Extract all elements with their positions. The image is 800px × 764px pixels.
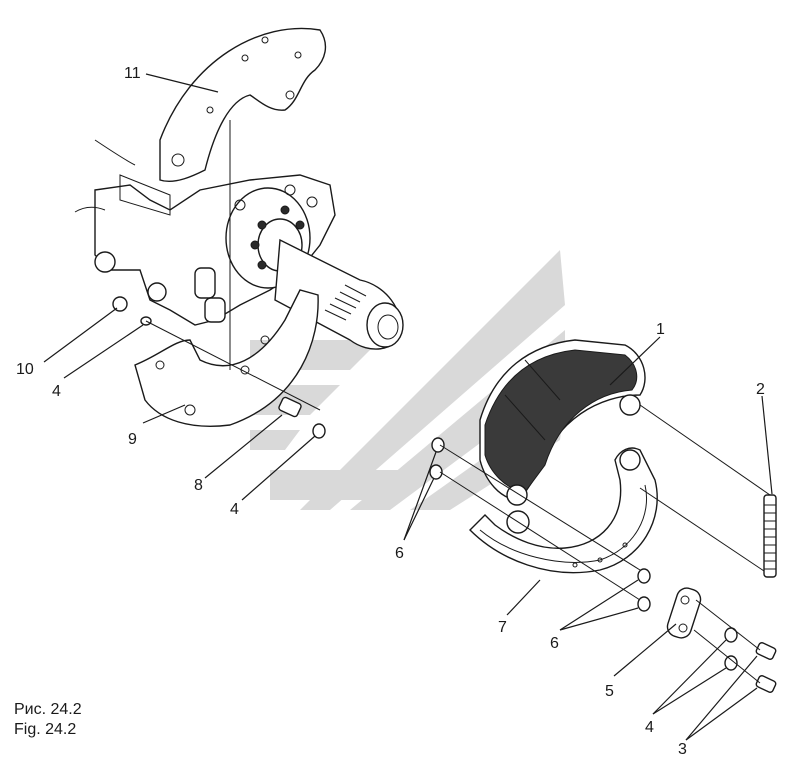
callout-11: 11 [124, 65, 141, 82]
callout-8: 8 [194, 477, 203, 494]
callout-labels: 11 10 4 9 8 4 1 2 6 7 6 5 4 3 [16, 65, 765, 758]
backing-plate-part-11 [159, 27, 327, 182]
lower-backing-plate-part-9 [134, 289, 319, 427]
spring-part-2 [639, 404, 777, 578]
callout-10: 10 [16, 361, 34, 378]
callout-9: 9 [128, 431, 137, 448]
figure-caption-ru: Рис. 24.2 [14, 701, 82, 718]
callout-6-left: 6 [395, 545, 404, 562]
callout-6-right: 6 [550, 635, 559, 652]
brake-shoe-part-7 [469, 447, 658, 574]
washers-part-6-left [429, 437, 641, 601]
leader-lines [43, 73, 773, 741]
nut-part-10 [112, 296, 128, 312]
callout-5: 5 [605, 683, 614, 700]
callout-7: 7 [498, 619, 507, 636]
callout-4-mid: 4 [230, 501, 239, 518]
bolt-part-8 [278, 396, 302, 418]
brake-shoe-part-1 [479, 339, 646, 506]
callout-3: 3 [678, 741, 687, 758]
callout-4-left: 4 [52, 383, 61, 400]
callout-1: 1 [656, 321, 665, 338]
small-parts-left [112, 120, 326, 439]
figure-caption-en: Fig. 24.2 [14, 721, 77, 738]
hardware-right [637, 568, 777, 693]
callout-2: 2 [756, 381, 765, 398]
plate-part-5 [666, 587, 702, 639]
axle-spindle [274, 238, 404, 350]
callout-4-right: 4 [645, 719, 654, 736]
washer-part-4-mid [312, 423, 326, 439]
